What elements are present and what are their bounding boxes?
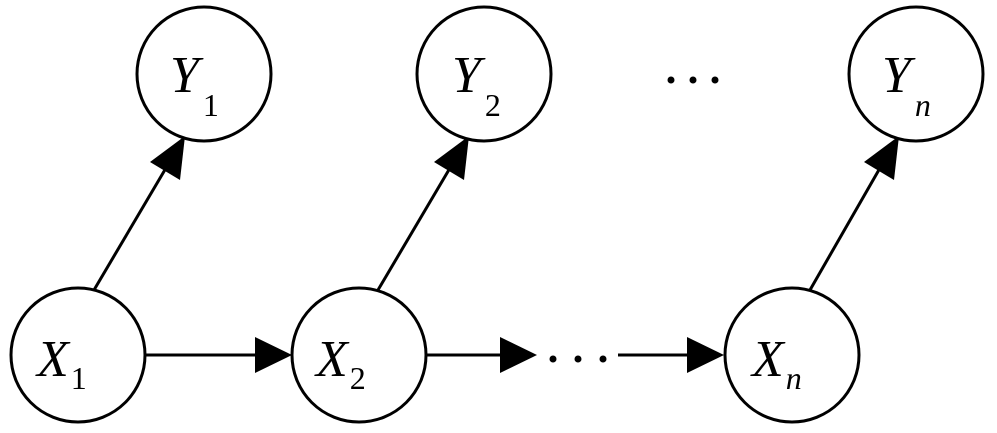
arrowhead-ellipsis-xn bbox=[687, 337, 724, 373]
node-y2-label: Y2 bbox=[452, 47, 501, 123]
node-x2-circle bbox=[290, 286, 428, 424]
node-y2-subscript: 2 bbox=[485, 87, 501, 123]
node-y1-subscript: 1 bbox=[203, 87, 219, 123]
edge-x2-y2 bbox=[376, 167, 452, 291]
node-yn-label: Yn bbox=[882, 47, 931, 123]
node-xn-label: Xn bbox=[750, 331, 802, 396]
node-xn: Xn bbox=[723, 286, 861, 424]
node-x1-label: X1 bbox=[35, 331, 87, 396]
node-x1-letter: X bbox=[35, 331, 71, 388]
node-y2: Y2 bbox=[415, 5, 553, 143]
node-x1-circle bbox=[9, 286, 147, 424]
node-x2-letter: X bbox=[314, 331, 350, 388]
node-yn: Yn bbox=[847, 5, 985, 143]
edge-x1-y1 bbox=[92, 167, 168, 291]
node-y2-letter: Y bbox=[452, 47, 486, 104]
ellipsis-top bbox=[667, 76, 719, 84]
ellipsis-bottom-dot-1 bbox=[549, 355, 557, 363]
arrowhead-x1-x2 bbox=[255, 337, 292, 373]
node-y1-label: Y1 bbox=[170, 47, 219, 123]
node-y1-circle bbox=[135, 5, 273, 143]
ellipsis-top-dot-1 bbox=[667, 76, 675, 84]
ellipsis-top-dot-3 bbox=[711, 76, 719, 84]
arrowhead-x1-y1 bbox=[150, 136, 185, 180]
node-yn-circle bbox=[847, 5, 985, 143]
edges bbox=[92, 136, 899, 373]
node-yn-subscript: n bbox=[915, 87, 931, 123]
ellipsis-top-dot-2 bbox=[689, 76, 697, 84]
node-xn-letter: X bbox=[750, 331, 786, 388]
node-y1-letter: Y bbox=[170, 47, 204, 104]
node-x1: X1 bbox=[9, 286, 147, 424]
node-x2-subscript: 2 bbox=[350, 360, 366, 396]
arrowhead-x2-y2 bbox=[434, 136, 469, 180]
node-x1-subscript: 1 bbox=[71, 360, 87, 396]
node-yn-letter: Y bbox=[882, 47, 916, 104]
ellipsis-bottom-dot-3 bbox=[599, 355, 607, 363]
node-y2-circle bbox=[415, 5, 553, 143]
node-x2-label: X2 bbox=[314, 331, 366, 396]
node-xn-subscript: n bbox=[786, 360, 802, 396]
node-xn-circle bbox=[723, 286, 861, 424]
arrowhead-xn-yn bbox=[864, 136, 899, 180]
arrowhead-x2-ellipsis bbox=[500, 337, 537, 373]
ellipsis-bottom-dot-2 bbox=[574, 355, 582, 363]
node-y1: Y1 bbox=[135, 5, 273, 143]
edge-xn-yn bbox=[808, 167, 882, 291]
node-x2: X2 bbox=[290, 286, 428, 424]
ellipsis-bottom bbox=[549, 355, 607, 363]
